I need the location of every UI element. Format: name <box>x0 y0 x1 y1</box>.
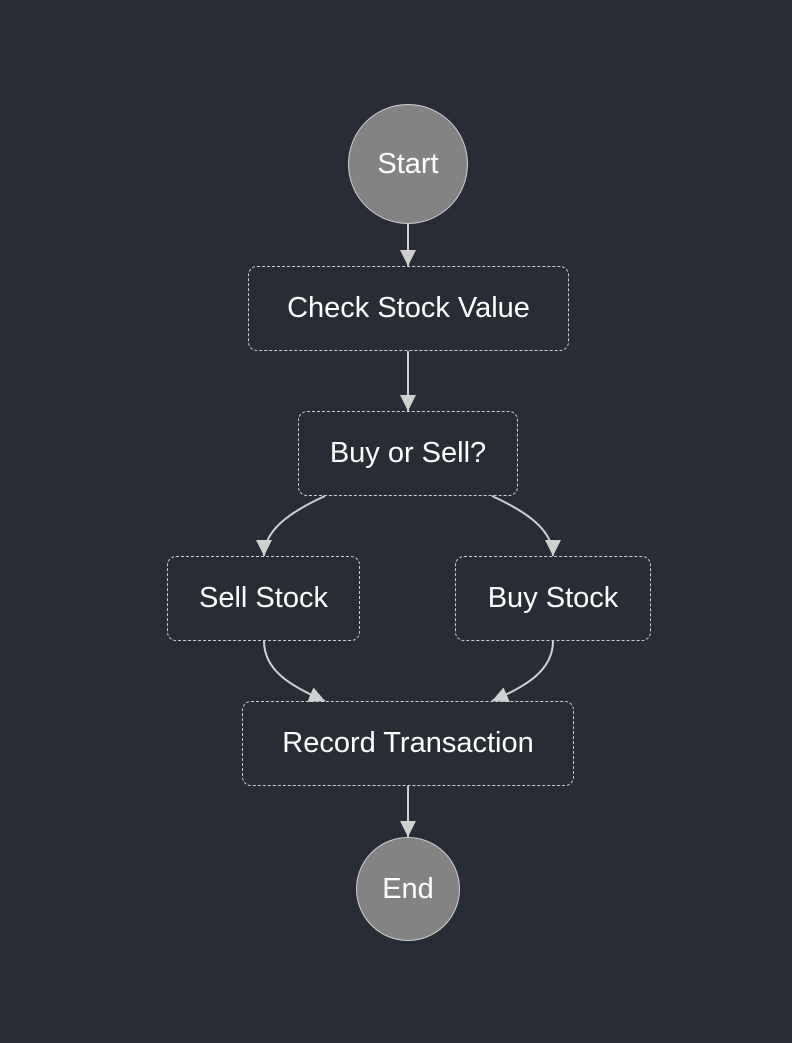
edge-choice-to-buy <box>491 495 561 557</box>
end-node[interactable]: End <box>356 837 460 941</box>
buy-stock-node[interactable]: Buy Stock <box>455 556 651 641</box>
edge-sell-to-record <box>263 640 326 703</box>
edge-buy-to-record <box>491 640 554 703</box>
buy-stock-label: Buy Stock <box>487 582 619 614</box>
sell-stock-label: Sell Stock <box>199 582 328 614</box>
start-node-label: Start <box>377 147 439 180</box>
buy-or-sell-choice-node[interactable]: Buy or Sell? <box>298 411 518 496</box>
buy-or-sell-label: Buy or Sell? <box>329 437 487 469</box>
check-stock-value-node[interactable]: Check Stock Value <box>248 266 569 351</box>
sell-stock-node[interactable]: Sell Stock <box>167 556 360 641</box>
check-stock-value-label: Check Stock Value <box>287 292 530 324</box>
record-transaction-node[interactable]: Record Transaction <box>242 701 574 786</box>
start-node[interactable]: Start <box>348 104 468 224</box>
end-node-label: End <box>382 872 434 905</box>
edge-choice-to-sell <box>256 495 326 557</box>
record-transaction-label: Record Transaction <box>282 727 534 759</box>
